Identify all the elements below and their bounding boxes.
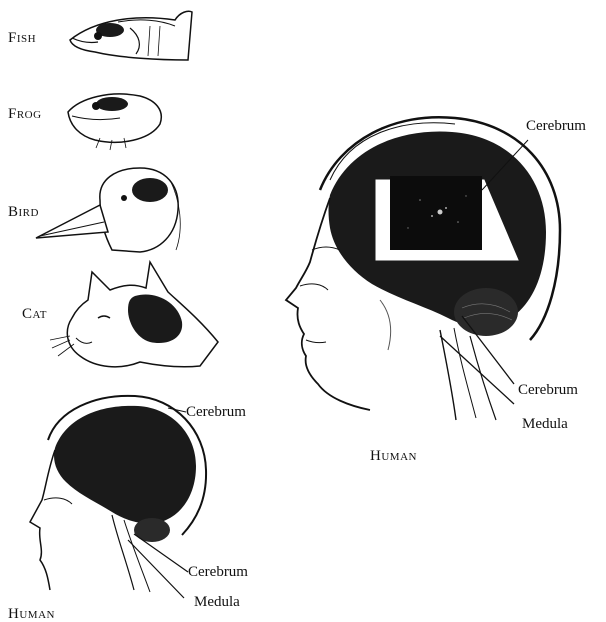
bird-illustration bbox=[36, 168, 180, 252]
brain-inset-image bbox=[390, 176, 482, 250]
fish-illustration bbox=[70, 11, 192, 60]
small-human-medula-label: Medula bbox=[194, 594, 240, 610]
small-human-label: HUMAN bbox=[8, 606, 55, 622]
small-human-cerebrum-bottom-label: Cerebrum bbox=[188, 564, 248, 580]
frog-illustration bbox=[68, 94, 161, 150]
cat-illustration bbox=[50, 262, 218, 367]
small-human-cerebrum-top-label: Cerebrum bbox=[186, 404, 246, 420]
frog-label: FROG bbox=[8, 106, 42, 122]
small-human-illustration bbox=[30, 396, 206, 598]
large-human-cerebrum-top-label: Cerebrum bbox=[526, 118, 586, 134]
fish-label: FISH bbox=[8, 30, 36, 46]
frog-brain bbox=[96, 97, 128, 111]
large-human-cerebrum-bottom-label: Cerebrum bbox=[518, 382, 578, 398]
large-human-illustration bbox=[286, 117, 560, 420]
large-human-label: HUMAN bbox=[370, 448, 417, 464]
large-human-medula-label: Medula bbox=[522, 416, 568, 432]
cat-label: CAT bbox=[22, 306, 47, 322]
small-human-brain bbox=[54, 406, 196, 524]
bird-brain bbox=[132, 178, 168, 202]
bird-label: BIRD bbox=[8, 204, 39, 220]
